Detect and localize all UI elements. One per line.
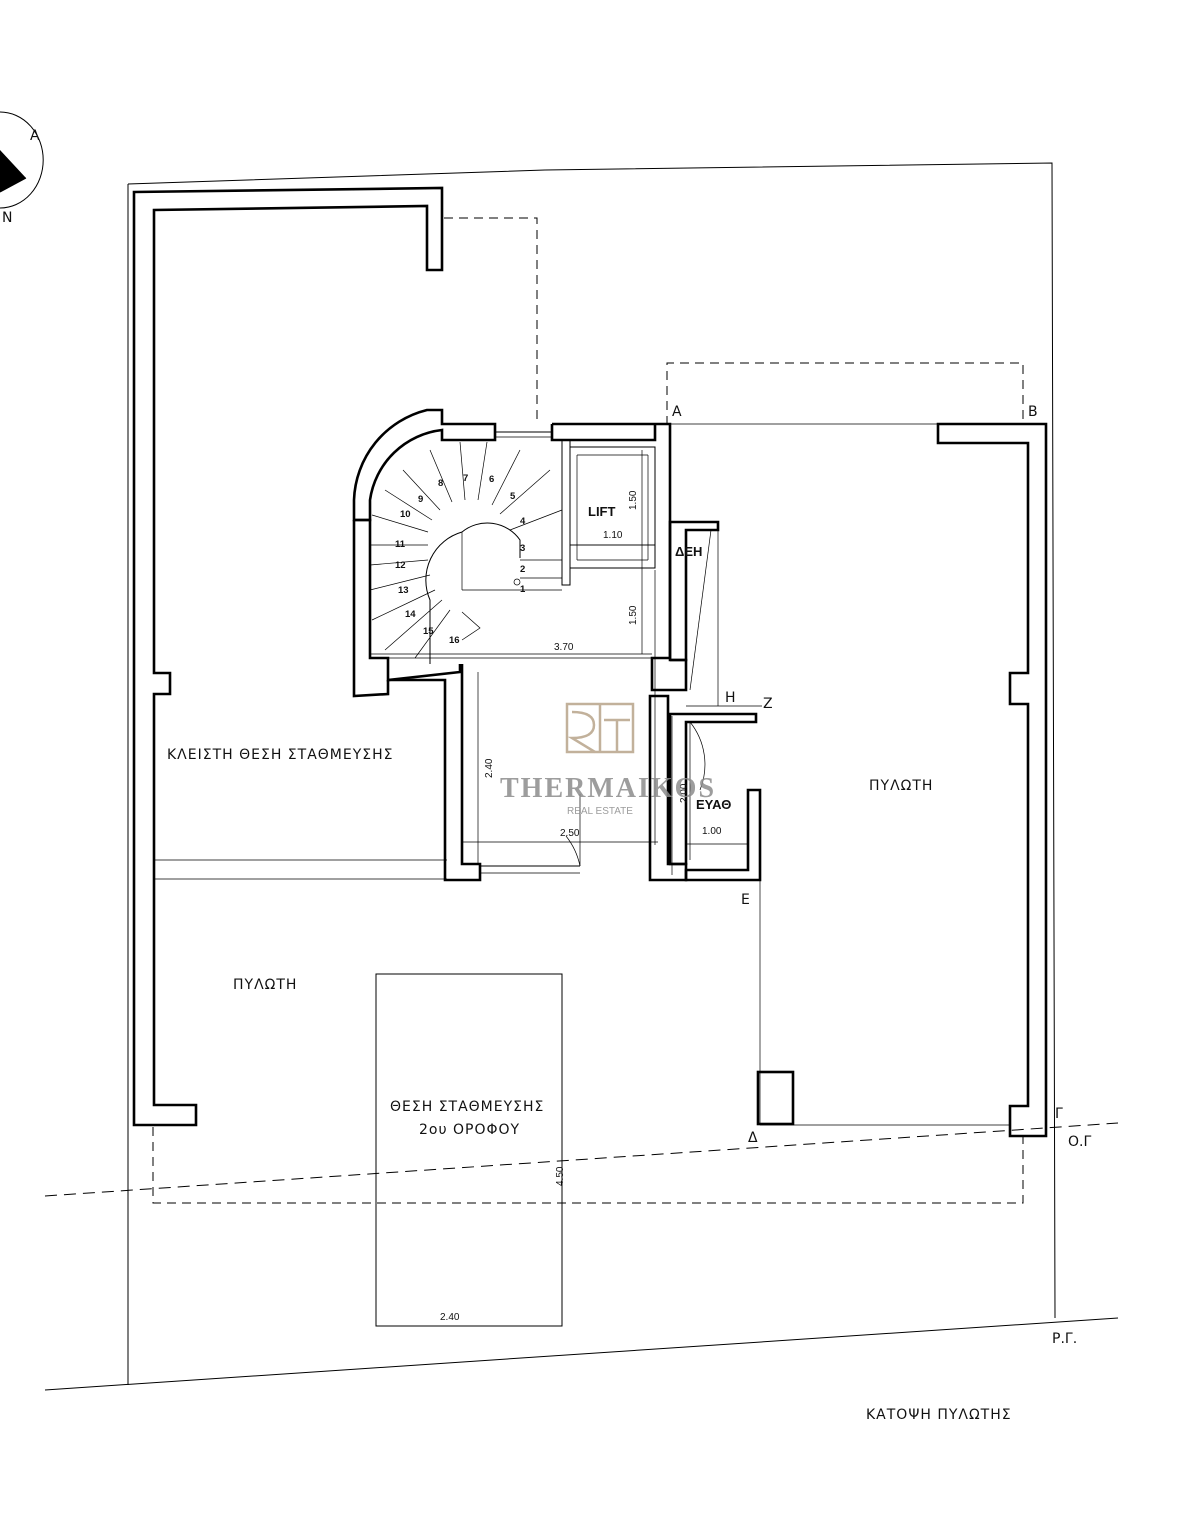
- stair-step-10: 10: [400, 509, 411, 520]
- upper-floor-outline: [152, 217, 1024, 1204]
- stair-step-8: 8: [438, 478, 443, 489]
- right-piloti-walls: [670, 422, 1048, 1138]
- compass-letter-a: A: [30, 128, 40, 144]
- stair-step-6: 6: [489, 474, 494, 485]
- parking-2nd-floor: [375, 973, 563, 1327]
- stair-step-15: 15: [423, 626, 434, 637]
- dim-entry-width: 2.50: [560, 828, 580, 839]
- closed-parking-label: ΚΛΕΙΣΤΗ ΘΕΣΗ ΣΤΑΘΜΕΥΣΗΣ: [167, 747, 394, 763]
- dim-eyath-width: 1.00: [702, 826, 722, 837]
- plot-boundary: [44, 162, 1119, 1391]
- entry-hall: [370, 570, 688, 882]
- room-lift-label: LIFT: [588, 504, 615, 519]
- stair-step-2: 2: [520, 564, 525, 575]
- point-h: H: [725, 690, 736, 706]
- stair-step-3: 3: [520, 543, 525, 554]
- logo-icon: [565, 702, 635, 754]
- dim-eyath-height: 2.00: [679, 783, 690, 803]
- street-line-label: Ρ.Γ.: [1052, 1331, 1077, 1347]
- room-eyath-label: ΕΥΑΘ: [696, 797, 731, 812]
- piloti-right-label: ΠΥΛΩΤΗ: [869, 778, 933, 794]
- dimension-lines: [370, 450, 748, 875]
- dim-lift-width: 1.10: [603, 530, 623, 541]
- stair-step-13: 13: [398, 585, 409, 596]
- deh-cabinet: [668, 520, 762, 707]
- point-a: A: [672, 404, 682, 420]
- point-z: Z: [763, 696, 773, 712]
- stair-step-14: 14: [405, 609, 416, 620]
- stair-step-9: 9: [418, 494, 423, 505]
- building-line-label: Ο.Γ: [1068, 1134, 1091, 1150]
- parking-2nd-line1: ΘΕΣΗ ΣΤΑΘΜΕΥΣΗΣ: [390, 1099, 544, 1115]
- point-e: Ε: [741, 892, 750, 908]
- stair-step-12: 12: [395, 560, 406, 571]
- stair-step-4: 4: [520, 516, 526, 527]
- dim-parking-length: 4.50: [555, 1166, 566, 1186]
- eyath-cabinet: [668, 712, 762, 882]
- stair-step-7: 7: [463, 473, 468, 484]
- watermark-brand: THERMAIKOS: [500, 773, 716, 804]
- dim-parking-width: 2.40: [440, 1312, 460, 1323]
- watermark-sub: REAL ESTATE: [567, 806, 633, 817]
- dim-stair-height: 1.50: [628, 605, 639, 625]
- stair-step-11: 11: [395, 539, 406, 550]
- room-deh-label: ΔΕΗ: [675, 544, 702, 559]
- piloti-left-label: ΠΥΛΩΤΗ: [233, 977, 297, 993]
- point-g: Γ: [1055, 1106, 1063, 1122]
- point-b: B: [1028, 404, 1038, 420]
- compass-letter-n: N: [2, 210, 12, 226]
- stair-step-16: 16: [449, 635, 460, 646]
- point-d: Δ: [748, 1130, 758, 1146]
- compass-icon: A N: [0, 111, 44, 226]
- spiral-stair: 1 2 3 4 5 6 7 8 9 10 11 12 13 14 15 16: [369, 441, 563, 664]
- stair-core: [352, 408, 688, 882]
- dim-entry-height: 2.40: [484, 758, 495, 778]
- watermark: THERMAIKOS REAL ESTATE: [500, 702, 716, 817]
- closed-parking-walls: [132, 186, 447, 1127]
- parking-2nd-line2: 2ου ΟΡΟΦΟΥ: [419, 1122, 520, 1138]
- drawing-title: ΚΑΤΟΨΗ ΠΥΛΩΤΗΣ: [866, 1407, 1012, 1423]
- dim-hall-width: 3.70: [554, 642, 574, 653]
- dim-lift-height: 1.50: [628, 490, 639, 510]
- stair-step-5: 5: [510, 491, 516, 502]
- stair-step-1: 1: [520, 584, 526, 595]
